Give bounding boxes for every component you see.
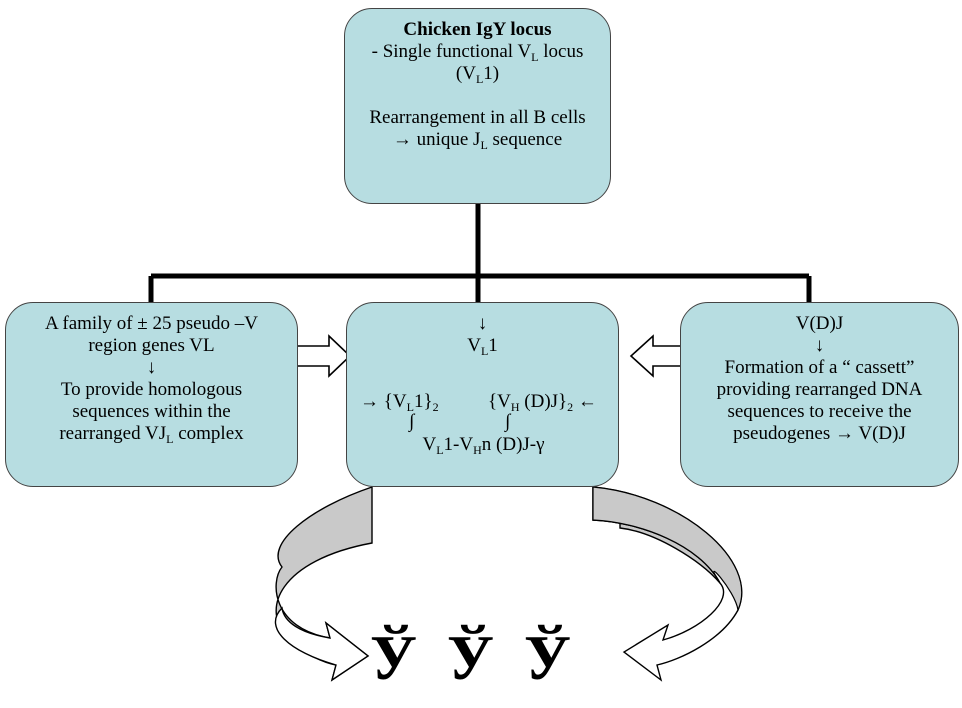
single-locus-text: - Single functional VL locus (371, 41, 584, 64)
vdj-label: V(D)J (795, 313, 844, 334)
igy-locus-box: Chicken IgY locus - Single functional VL… (344, 8, 611, 204)
pseudogenes-text: pseudogenes → V(D)J (733, 423, 906, 444)
down-arrow-glyph: ↓ (146, 357, 157, 378)
unique-jl-text: → unique JL sequence (392, 129, 563, 152)
receive-text: sequences to receive the (727, 401, 912, 422)
sequences-text: sequences within the (72, 401, 231, 422)
vl1-pair: → {VL1}2 (360, 391, 439, 414)
rearranged-dna-text: providing rearranged DNA (716, 379, 923, 400)
vjl-complex-text: rearranged VJL complex (59, 423, 244, 446)
vl1-text: (VL1) (455, 63, 500, 86)
rearrangement-text: Rearrangement in all B cells (369, 107, 586, 128)
vdj-cassette-box: V(D)J ↓ Formation of a “ cassett” provid… (680, 302, 959, 487)
antibody-symbol: Ў (447, 622, 494, 693)
vh-dj-pair: {VH (D)J}2 ← (488, 391, 597, 414)
region-genes-text: region genes VL (88, 335, 215, 356)
vl1-rearrangement-box: ↓ VL1 → {VL1}2 {VH (D)J}2 ← ∫ ∫ VL1-VHn … (346, 302, 619, 487)
right-curved-arrow-shade (592, 486, 743, 613)
antibody-symbol: Ў (524, 622, 571, 693)
result-row: VL1-VHn (D)J-γ (347, 434, 620, 456)
antibody-symbol: Ў (370, 622, 417, 693)
cassette-formation-text: Formation of a “ cassett” (724, 357, 915, 378)
homologous-text: To provide homologous (60, 379, 243, 400)
left-curved-arrow-head (274, 606, 370, 682)
igy-locus-title: Chicken IgY locus (403, 19, 552, 40)
vl1-label: VL1 (467, 335, 498, 358)
pseudo-v-genes-box: A family of ± 25 pseudo –V region genes … (5, 302, 298, 487)
pseudo-v-family-text: A family of ± 25 pseudo –V (44, 313, 259, 334)
integral-symbol: ∫ (409, 411, 415, 432)
tree-connector (148, 204, 812, 302)
integral-symbol: ∫ (505, 411, 511, 432)
down-arrow-glyph: ↓ (477, 313, 488, 334)
down-arrow-glyph: ↓ (814, 335, 825, 356)
vl1-vh-result: VL1-VHn (D)J-γ (422, 434, 545, 457)
